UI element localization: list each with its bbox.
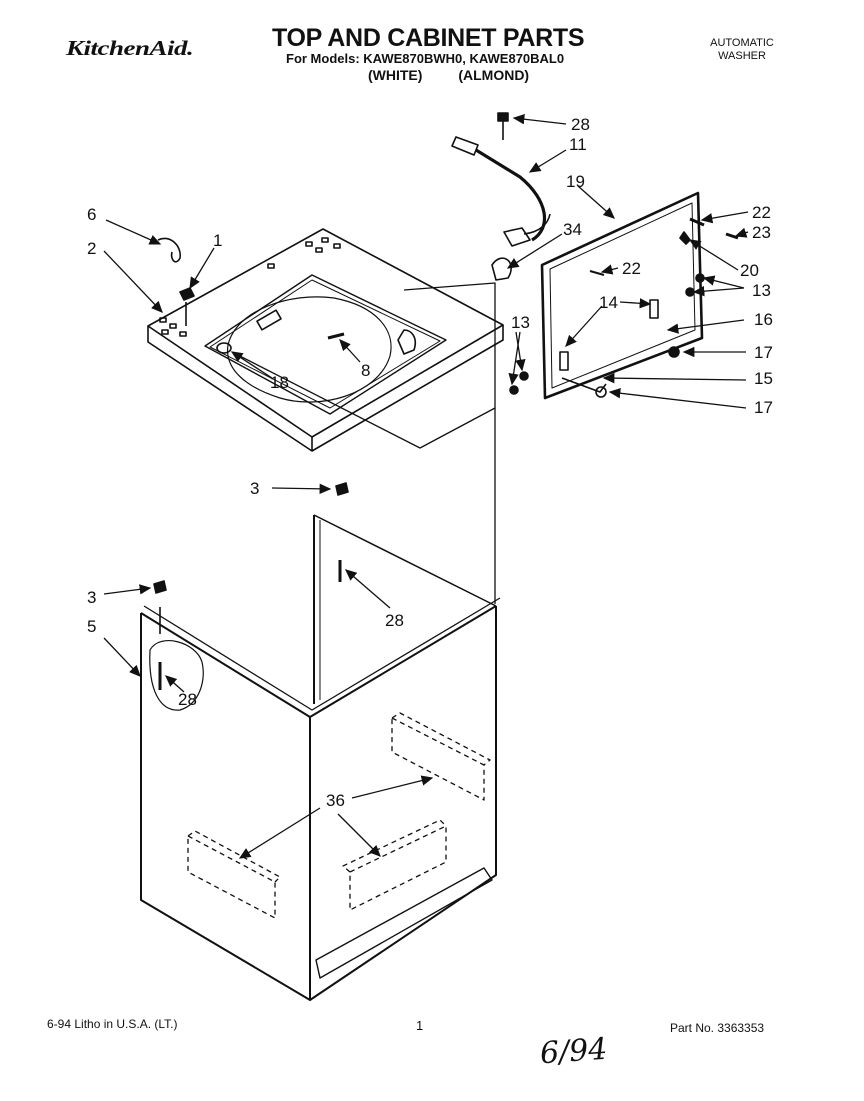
litho-note: 6-94 Litho in U.S.A. (LT.) [47, 1017, 178, 1031]
color-almond: (ALMOND) [458, 67, 530, 83]
callout-13-left: 13 [511, 313, 530, 332]
callout-23: 23 [752, 223, 771, 242]
callout-11-harness: 11 [569, 135, 587, 154]
callout-15: 15 [754, 369, 773, 388]
callout-6: 6 [87, 205, 96, 224]
callout-14: 14 [599, 293, 618, 312]
appliance-line-2: WASHER [718, 50, 766, 62]
page-number: 1 [416, 1018, 424, 1033]
callout-28-side: 28 [178, 690, 197, 709]
washer-top-part [147, 228, 504, 452]
callout-20: 20 [740, 261, 759, 280]
callout-36: 36 [326, 791, 345, 810]
callout-8: 8 [361, 361, 370, 380]
callout-5: 5 [87, 617, 96, 636]
cabinet-part [140, 514, 501, 1001]
callout-28-cabinet: 28 [385, 611, 404, 630]
callout-2: 2 [87, 239, 96, 258]
callout-1: 1 [213, 231, 222, 250]
callout-17-upper: 17 [754, 343, 773, 362]
appliance-line-1: AUTOMATIC [710, 37, 774, 49]
page-title: TOP AND CABINET PARTS [272, 24, 585, 52]
callout-19-lid-frame: 19 [566, 172, 585, 191]
lid-switch-harness [451, 136, 551, 247]
callout-16: 16 [754, 310, 773, 329]
handwritten-note: 6/94 [538, 1031, 609, 1072]
callout-22-top: 22 [752, 203, 771, 222]
model-numbers: For Models: KAWE870BWH0, KAWE870BAL0 [286, 51, 565, 66]
callout-34: 34 [563, 220, 582, 239]
color-variants: (WHITE) (ALMOND) [368, 67, 559, 83]
hardware-parts [153, 112, 739, 594]
callout-18: 18 [270, 373, 289, 392]
appliance-type: AUTOMATIC WASHER [690, 37, 794, 63]
callout-17-lower: 17 [754, 398, 773, 417]
callout-13-right: 13 [752, 281, 771, 300]
callout-22-lid: 22 [622, 259, 641, 278]
part-number: Part No. 3363353 [670, 1021, 765, 1035]
color-white: (WHITE) [368, 67, 423, 83]
callout-3-cabinet-left: 3 [87, 588, 96, 607]
brand-logo: KitchenAid. [66, 36, 194, 60]
lid-assembly [540, 191, 704, 400]
foam-pads [187, 712, 491, 919]
callout-3-cabinet-top: 3 [250, 479, 259, 498]
callout-28-screw: 28 [571, 115, 590, 134]
